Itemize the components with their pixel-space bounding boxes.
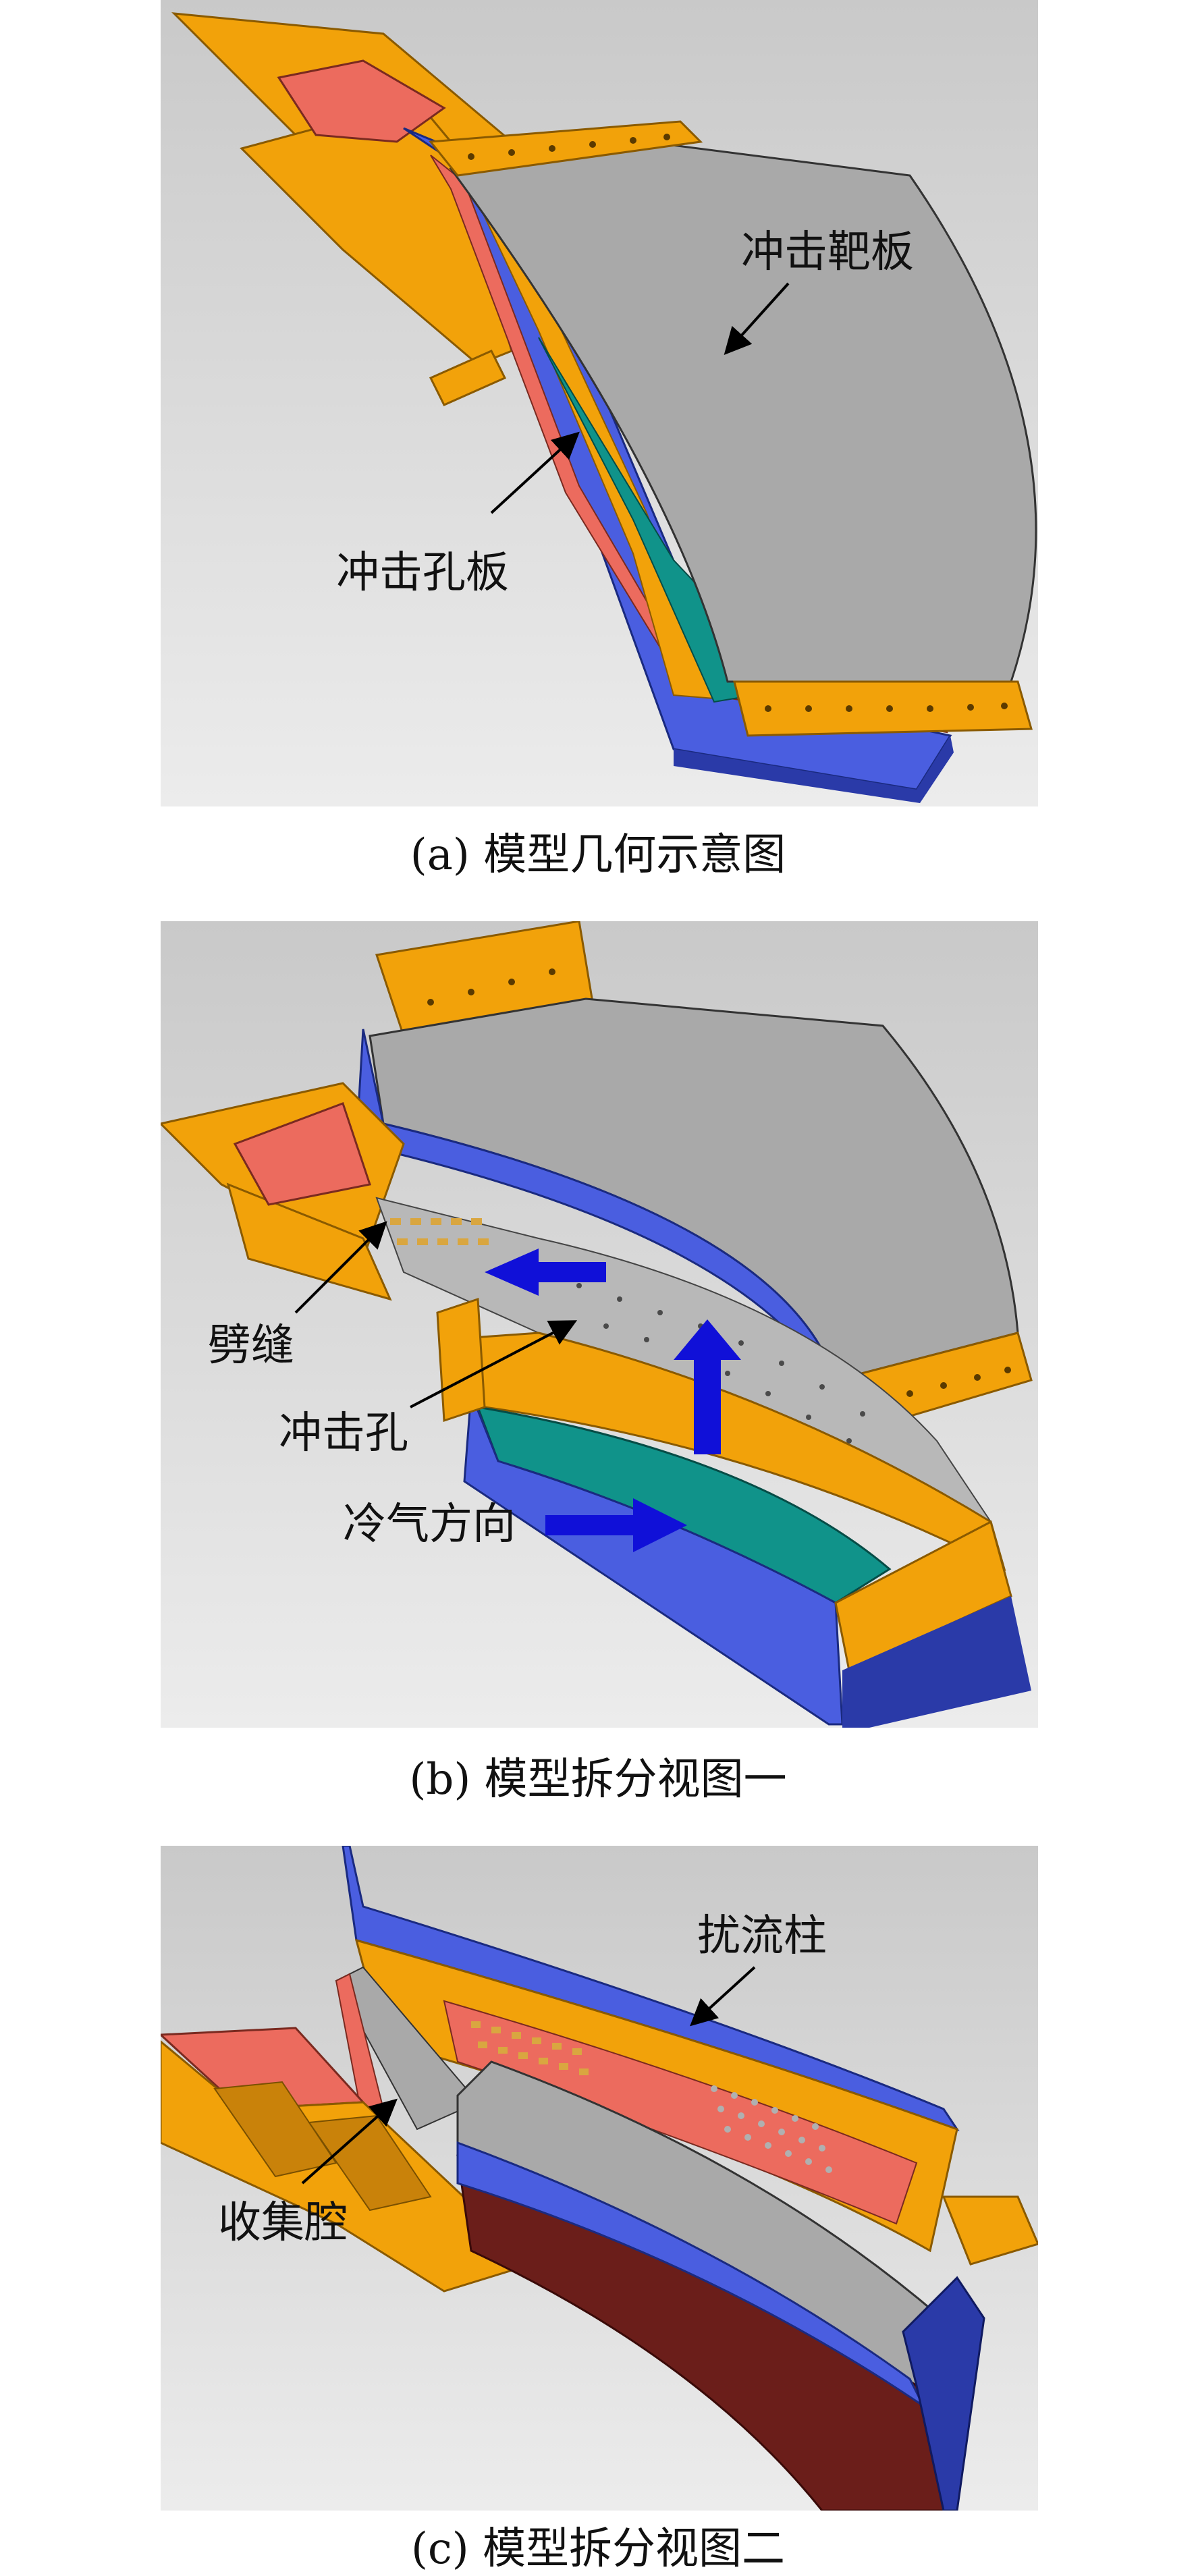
arrow-impingement-plate [490, 431, 580, 514]
c-chamber-cell-2 [308, 2114, 432, 2212]
label-impingement-hole: 冲击孔 [279, 1408, 408, 1458]
b-lower-dark-blue [842, 1596, 1031, 1728]
panel-a: 冲击靶板 冲击孔板 [161, 0, 1038, 806]
arrow-impingement-hole [410, 1320, 578, 1408]
b-impingement-holes [576, 1283, 892, 1471]
label-collection-chamber: 收集腔 [218, 2198, 348, 2248]
label-cooling-direction: 冷气方向 [343, 1500, 516, 1550]
top-rail-holes [468, 134, 670, 160]
arrow-target-plate [724, 282, 790, 355]
label-target-plate: 冲击靶板 [741, 227, 914, 277]
c-blue-end-block [902, 2276, 985, 2511]
salmon-channel-top [277, 59, 446, 143]
c-pin-fin-array [711, 2085, 832, 2173]
b-left-flange-lower [226, 1182, 392, 1301]
label-impingement-plate: 冲击孔板 [336, 548, 509, 598]
b-top-flange-holes [427, 968, 555, 1006]
caption-c: (c) 模型拆分视图二 [410, 2524, 786, 2574]
flow-arrow-right [545, 1498, 687, 1552]
b-salmon-block [233, 1102, 371, 1206]
blue-bottom [674, 736, 954, 803]
b-pin-fins [390, 1218, 489, 1245]
panel-c-figure: 扰流柱 收集腔 [161, 1846, 1038, 2511]
label-split-slot: 劈缝 [208, 1321, 294, 1371]
panel-b: 劈缝 冲击孔 冷气方向 [161, 921, 1038, 1728]
bottom-rail-holes [765, 703, 1008, 712]
small-tab [429, 350, 507, 406]
panel-b-figure: 劈缝 冲击孔 冷气方向 [161, 921, 1038, 1728]
c-chamber-cell-1 [213, 2081, 337, 2178]
panel-c: 扰流柱 收集腔 [161, 1846, 1038, 2511]
b-lower-blue-shell [463, 1393, 844, 1726]
c-right-flange [942, 2195, 1038, 2266]
top-rail [429, 120, 703, 177]
arrow-collection-chamber [301, 2098, 398, 2185]
bottom-rail [733, 680, 1033, 737]
arrow-split-slot [294, 1221, 387, 1314]
arrow-pin-fins [690, 1966, 756, 2027]
b-small-tab [436, 1297, 486, 1423]
flow-arrow-up [674, 1319, 741, 1454]
label-pin-fins: 扰流柱 [697, 1911, 827, 1961]
caption-a: (a) 模型几何示意图 [410, 830, 786, 880]
flow-arrow-left [485, 1249, 606, 1296]
panel-a-figure: 冲击靶板 冲击孔板 [161, 0, 1038, 806]
c-pin-fins-orange [471, 2021, 589, 2075]
caption-b: (b) 模型拆分视图一 [409, 1755, 787, 1805]
